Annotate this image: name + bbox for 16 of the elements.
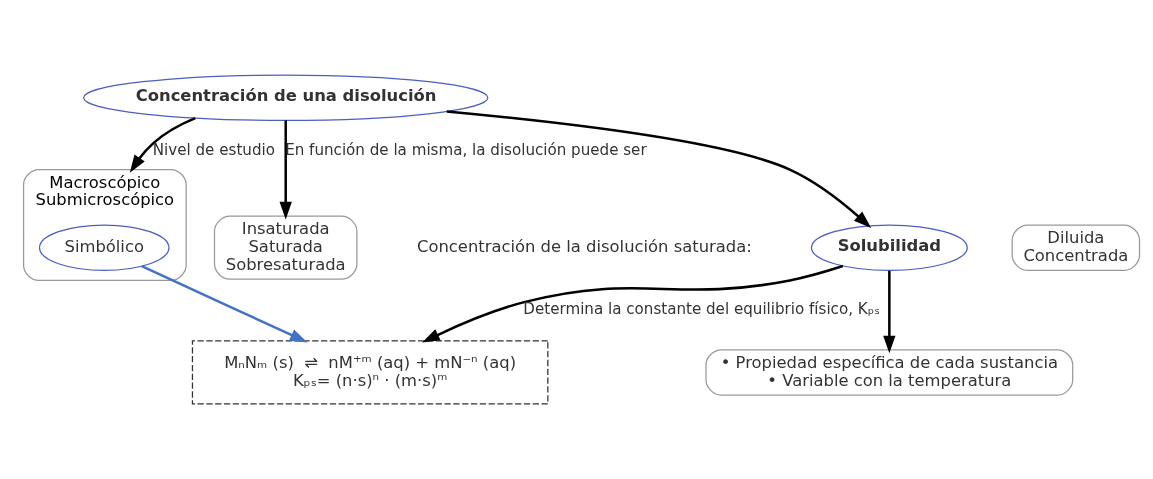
edge-label: Determina la constante del equilibrio físico, Kₚₛ bbox=[523, 299, 880, 318]
edge-label: Nivel de estudio bbox=[152, 141, 275, 160]
node-box: Diluida Concentrada bbox=[1011, 224, 1141, 271]
node-ellipse: Simbólico bbox=[38, 224, 170, 271]
node-ellipse: Solubilidad bbox=[810, 224, 968, 271]
arrow bbox=[141, 265, 308, 343]
arrow bbox=[129, 117, 196, 173]
node-box: MₙNₘ (s) ⇌ nM⁺ᵐ (aq) + mN⁻ⁿ (aq) Kₚₛ= (n·s)ⁿ · (m·s)ᵐ bbox=[191, 340, 549, 405]
arrow bbox=[446, 110, 872, 229]
arrow bbox=[279, 120, 292, 220]
node-label: Concentración de la disolución saturada: bbox=[417, 236, 752, 256]
node-box: • Propiedad específica de cada sustancia • Variable con la temperatura bbox=[705, 349, 1074, 396]
arrow bbox=[422, 264, 844, 343]
arrow bbox=[883, 270, 896, 354]
node-box: Insaturada Saturada Sobresaturada bbox=[213, 215, 358, 280]
node-ellipse: Concentración de una disolución bbox=[82, 74, 489, 122]
